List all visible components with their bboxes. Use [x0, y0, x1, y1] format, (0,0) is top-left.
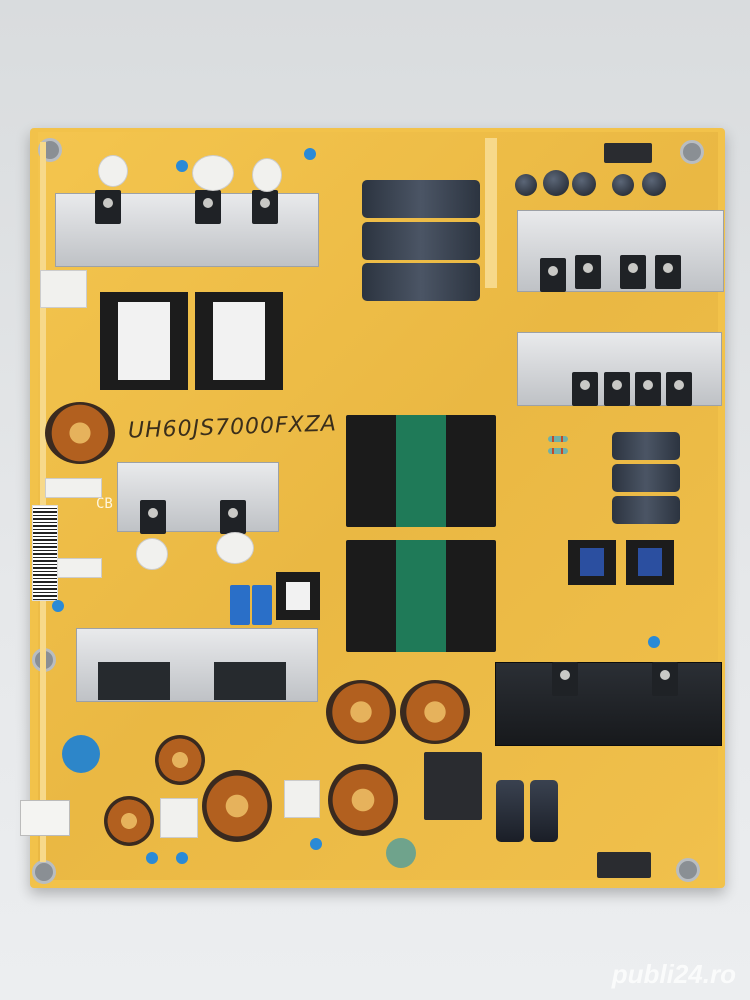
transistor: [220, 500, 246, 534]
transistor: [195, 190, 221, 224]
varistor: [62, 735, 100, 773]
transistor: [655, 255, 681, 289]
heatsink-bottom-right: [495, 662, 722, 746]
film-capacitor: [230, 585, 250, 625]
thermistor-cover: [98, 155, 128, 187]
y-capacitor: [648, 636, 660, 648]
pcb-trace: [40, 142, 46, 862]
mount-hole-icon: [680, 140, 704, 164]
y-capacitor: [146, 852, 158, 864]
pcb-trace: [485, 138, 497, 288]
thermistor-cover: [192, 155, 234, 191]
toroid-inductor: [104, 796, 154, 846]
electrolytic-capacitor: [543, 170, 569, 196]
output-capacitor: [612, 464, 680, 492]
thermistor-cover: [216, 532, 254, 564]
filter-capacitor: [496, 780, 524, 842]
y-capacitor: [310, 838, 322, 850]
silkscreen-cb: CB: [96, 496, 113, 512]
x-capacitor: [160, 798, 198, 838]
barcode-sticker: [32, 505, 58, 601]
toroid-inductor: [400, 680, 470, 744]
toroid-inductor: [155, 735, 205, 785]
transistor: [604, 372, 630, 406]
mount-hole-icon: [676, 858, 700, 882]
ntc-thermistor: [386, 838, 416, 868]
connector-bottom: [597, 852, 651, 878]
mount-hole-icon: [32, 860, 56, 884]
main-transformer: [346, 415, 496, 527]
resistor: [548, 448, 568, 454]
y-capacitor: [304, 148, 316, 160]
output-capacitor: [612, 496, 680, 524]
transistor: [252, 190, 278, 224]
x-capacitor: [284, 780, 320, 818]
bridge-rectifier: [214, 662, 286, 700]
transistor: [540, 258, 566, 292]
y-capacitor: [176, 852, 188, 864]
transistor: [652, 662, 678, 696]
transistor: [620, 255, 646, 289]
output-capacitor: [612, 432, 680, 460]
electrolytic-capacitor: [515, 174, 537, 196]
bulk-capacitor: [362, 180, 480, 218]
toroid-inductor: [202, 770, 272, 842]
bulk-capacitor: [362, 222, 480, 260]
main-transformer: [346, 540, 496, 652]
small-choke: [276, 572, 320, 620]
standby-transformer: [100, 292, 188, 390]
transistor: [95, 190, 121, 224]
electrolytic-capacitor: [612, 174, 634, 196]
watermark: publi24.ro: [611, 959, 736, 989]
filter-capacitor: [530, 780, 558, 842]
toroid-inductor: [326, 680, 396, 744]
thermistor-cover: [252, 158, 282, 192]
transistor: [140, 500, 166, 534]
connector-top: [604, 143, 652, 163]
bulk-capacitor: [362, 263, 480, 301]
electrolytic-capacitor: [642, 172, 666, 196]
driver-transformer: [568, 540, 616, 585]
standby-transformer: [195, 292, 283, 390]
bridge-rectifier: [98, 662, 170, 700]
transistor: [635, 372, 661, 406]
toroid-inductor: [328, 764, 398, 836]
electrolytic-capacitor: [572, 172, 596, 196]
y-capacitor: [176, 160, 188, 172]
y-capacitor: [52, 600, 64, 612]
fuse-label: [45, 478, 102, 498]
relay: [40, 270, 87, 308]
driver-transformer: [626, 540, 674, 585]
ac-input-connector: [20, 800, 70, 836]
transistor: [666, 372, 692, 406]
common-mode-choke: [424, 752, 482, 820]
transistor: [575, 255, 601, 289]
transistor: [552, 662, 578, 696]
transistor: [572, 372, 598, 406]
film-capacitor: [252, 585, 272, 625]
toroid-inductor: [45, 402, 115, 464]
resistor: [548, 436, 568, 442]
thermistor-cover: [136, 538, 168, 570]
